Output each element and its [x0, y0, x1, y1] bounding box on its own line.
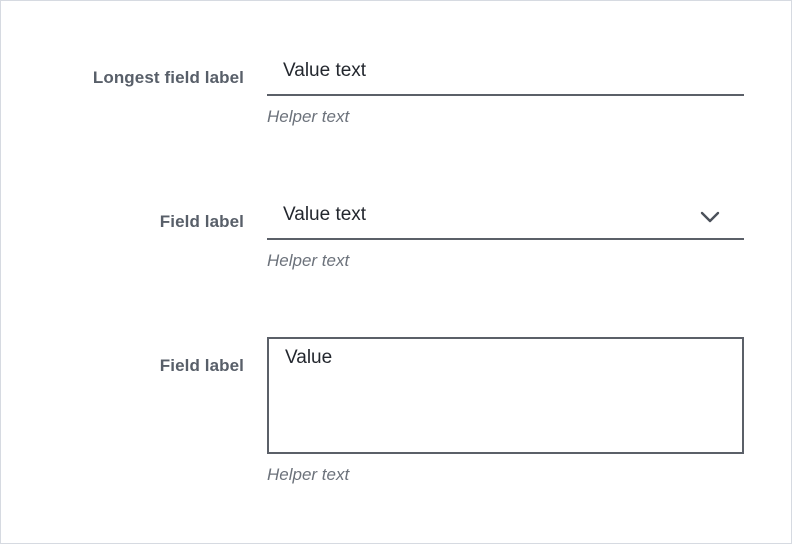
chevron-down-icon[interactable]	[697, 207, 723, 227]
select-input-value: Value text	[283, 204, 367, 225]
select-input[interactable]: Value text	[267, 204, 744, 240]
helper-text-1: Helper text	[267, 107, 350, 126]
field-label-textarea: Field label	[159, 356, 244, 375]
text-input-value: Value text	[283, 60, 367, 81]
field-label-select: Field label	[159, 212, 244, 231]
text-input[interactable]: Value text	[267, 60, 744, 96]
form-field-row-textarea: Field label Value Helper text	[1, 337, 791, 485]
helper-text-2: Helper text	[267, 251, 350, 270]
field-control-select: Value text Helper text	[267, 204, 744, 271]
textarea-input[interactable]: Value	[267, 337, 744, 454]
form-field-row-text: Longest field label Value text Helper te…	[1, 60, 791, 127]
field-label-longest: Longest field label	[92, 68, 244, 87]
textarea-input-value: Value	[285, 347, 333, 368]
field-control-textarea: Value Helper text	[267, 337, 744, 485]
field-control-text: Value text Helper text	[267, 60, 744, 127]
helper-text-3: Helper text	[267, 465, 350, 484]
form-field-row-select: Field label Value text Helper text	[1, 204, 791, 271]
